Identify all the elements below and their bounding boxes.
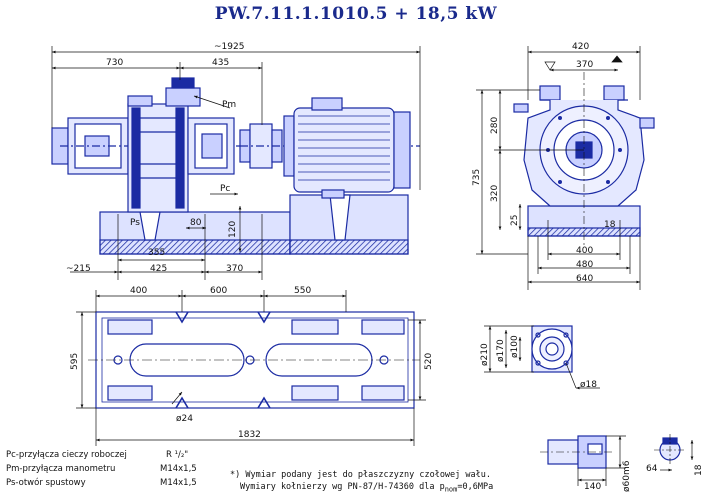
- dim-735: 735: [472, 168, 482, 186]
- flange-detail: [531, 325, 573, 373]
- side-view-dimensions: [51, 46, 421, 280]
- dim-plan-520: 520: [424, 352, 434, 370]
- dim-480: 480: [576, 260, 594, 270]
- dim-flange-170: ø170: [496, 339, 506, 362]
- dim-plan-550: 550: [294, 286, 312, 296]
- dim-shaft-140: 140: [584, 482, 602, 492]
- side-view: [51, 77, 420, 255]
- note-line-2-text: Wymiary kołnierzy wg PN-87/H-74360 dla p: [240, 482, 445, 492]
- note-line-1: *) Wymiar podany jest do płaszczyzny czo…: [230, 470, 491, 480]
- dim-shaft-18: 18: [694, 464, 704, 476]
- legend-pm-label: Pm-przyłącza manometru: [6, 464, 116, 474]
- shaft-detail-dimensions: [577, 435, 694, 486]
- dim-18-front: 18: [604, 220, 616, 230]
- note-line-2: Wymiary kołnierzy wg PN-87/H-74360 dla p…: [240, 482, 493, 496]
- dim-320: 320: [490, 184, 500, 202]
- pump-bearing-right: [187, 117, 235, 175]
- label-pm: Pm: [222, 100, 237, 110]
- legend-ps-value: M14x1,5: [160, 478, 197, 488]
- dim-370-right: 370: [576, 60, 594, 70]
- pump-bearing-left: [51, 117, 250, 175]
- dim-280: 280: [490, 116, 500, 134]
- dim-120: 120: [228, 220, 238, 238]
- dim-flange-18: ø18: [580, 380, 597, 390]
- dim-plan-hole-24: ø24: [176, 414, 193, 424]
- legend-pm-value: M14x1,5: [160, 464, 197, 474]
- dim-plan-400: 400: [130, 286, 148, 296]
- front-view: [513, 72, 655, 246]
- flange-detail-dimensions: [484, 325, 600, 390]
- dim-435: 435: [212, 58, 230, 68]
- label-ps: Ps: [130, 218, 140, 228]
- front-view-dimensions: [476, 46, 641, 290]
- legend-pc-label: Pc-przyłącza cieczy roboczej: [6, 450, 127, 460]
- note-nom-subscript: nom: [444, 485, 458, 494]
- dim-total-length: ~1925: [214, 42, 245, 52]
- note-line-2-end: =0,6MPa: [457, 482, 494, 492]
- label-pc: Pc: [220, 184, 231, 194]
- electric-motor: [283, 97, 411, 199]
- dim-plan-595: 595: [70, 352, 80, 370]
- dim-shaft-60: ø60m6: [622, 460, 632, 492]
- dim-355: 355: [148, 248, 166, 258]
- dim-425: 425: [150, 264, 168, 274]
- dim-flange-210: ø210: [480, 343, 490, 366]
- dim-shaft-64: 64: [646, 464, 658, 474]
- legend-ps-label: Ps-otwór spustowy: [6, 478, 86, 488]
- dim-flange-100: ø100: [510, 335, 520, 358]
- plan-view-dimensions: [76, 290, 426, 446]
- base-frame: [99, 194, 409, 255]
- dim-80: 80: [190, 218, 202, 228]
- pump-body: [127, 77, 201, 213]
- dim-400-front: 400: [576, 246, 594, 256]
- dim-370-bottom: 370: [226, 264, 244, 274]
- dim-plan-600: 600: [210, 286, 228, 296]
- dim-730: 730: [106, 58, 124, 68]
- dim-640: 640: [576, 274, 594, 284]
- dim-25: 25: [510, 214, 520, 226]
- legend-pc-value: R ¹/₂": [166, 450, 189, 460]
- plan-view: [88, 311, 420, 409]
- shaft-detail: [540, 434, 686, 469]
- dim-plan-1832: 1832: [238, 430, 261, 440]
- drawing-title: PW.7.11.1.1010.5 + 18,5 kW: [214, 4, 498, 24]
- dim-420: 420: [572, 42, 590, 52]
- dim-215: ~215: [66, 264, 91, 274]
